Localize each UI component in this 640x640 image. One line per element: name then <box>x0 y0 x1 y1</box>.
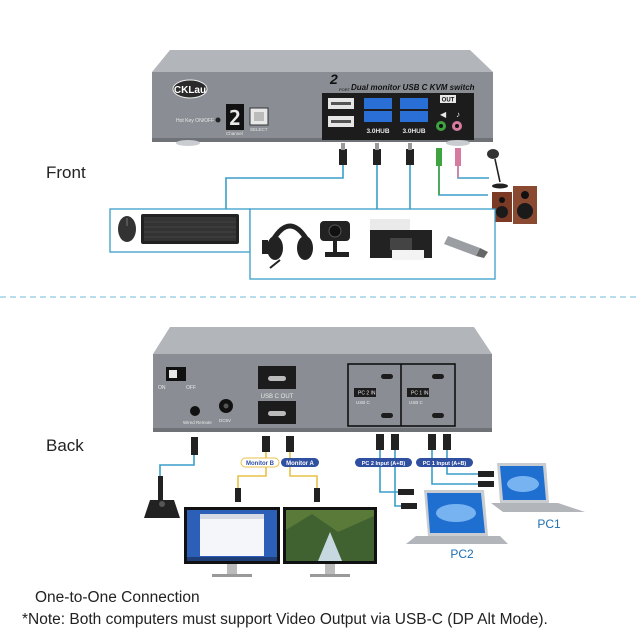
brand-logo <box>172 79 208 99</box>
select-label: SELECT <box>250 127 268 132</box>
usb-dongle <box>262 240 268 254</box>
out-badge <box>440 95 456 103</box>
connection-caption: One-to-One Connection <box>35 589 200 606</box>
pc1-in-label: PC 1 IN <box>411 391 429 397</box>
channel-digit: 2 <box>229 106 241 130</box>
pc2-usbc-port-1 <box>381 374 393 379</box>
usb-hub-port-1a <box>364 98 392 109</box>
wired-remote-label: Wired Remote <box>183 420 212 425</box>
microphone <box>487 149 508 189</box>
tag-pc1-input: PC 1 Input (A+B) <box>423 461 467 467</box>
hub-label-1: 3.0HUB <box>366 128 389 135</box>
on-label: ON <box>158 385 166 391</box>
off-label: OFF <box>186 385 196 391</box>
product-title: Dual monitor USB C KVM switch <box>351 83 475 92</box>
back-section-label: Back <box>46 436 84 455</box>
wired-remote-jack <box>190 406 200 416</box>
mic-icon: ♪ <box>456 110 460 119</box>
back-plugs <box>191 434 451 455</box>
printer <box>370 219 432 260</box>
monitor-a <box>283 507 377 577</box>
mouse <box>118 216 136 242</box>
hotkey-button <box>215 117 221 123</box>
speaker-icon: ◀ <box>440 110 447 119</box>
laptop-pc1 <box>491 463 585 512</box>
monitor-cable-plugs <box>235 471 494 509</box>
hub-label-2: 3.0HUB <box>402 128 425 135</box>
front-section-label: Front <box>46 163 86 182</box>
out-label: OUT <box>442 98 455 104</box>
dc-label: DC5V <box>219 418 231 423</box>
tag-monitor-b: Monitor B <box>246 461 275 467</box>
laptop-pc2 <box>406 490 508 544</box>
pc1-label: PC1 <box>537 517 561 531</box>
usb-hub-port-1b <box>364 111 392 122</box>
port-count: 2 <box>329 71 338 87</box>
monitor-b <box>184 507 280 577</box>
pc1-usbc-port-1 <box>432 374 444 379</box>
tag-pc2-input: PC 2 Input (A+B) <box>362 461 406 467</box>
headset <box>267 223 313 269</box>
usbc-out-label: USB C OUT <box>261 394 294 400</box>
pc2-in-label: PC 2 IN <box>358 391 376 397</box>
speakers <box>492 186 537 224</box>
tag-monitor-a: Monitor A <box>286 461 314 467</box>
compatibility-note: *Note: Both computers must support Video… <box>22 611 548 628</box>
front-cables <box>225 165 489 209</box>
front-plugs <box>339 143 461 166</box>
usb-hub-port-2a <box>400 98 428 109</box>
back-kvm-device: ON OFF Wired Remote DC5V USB C OUT PC 2 … <box>153 327 492 432</box>
wired-remote <box>144 476 180 518</box>
pc1-usbc-label: USB C <box>409 400 424 405</box>
pc2-label: PC2 <box>450 547 474 561</box>
cable-tags: Monitor B Monitor A PC 2 Input (A+B) PC … <box>240 457 473 468</box>
hotkey-label: Hot Key ON/OFF <box>176 118 214 124</box>
pc1-usbc-port-2 <box>432 413 444 418</box>
channel-label: Channel <box>226 131 243 136</box>
keyboard <box>141 214 239 244</box>
pc2-usbc-port-2 <box>381 413 393 418</box>
pc2-usbc-label: USB C <box>356 400 371 405</box>
usb-hub-port-2b <box>400 111 428 122</box>
channel-display <box>226 104 244 130</box>
usb-flash-drive <box>444 236 488 258</box>
brand-logo-text: CKLau <box>174 85 206 96</box>
front-kvm-device: CKLau Hot Key ON/OFF 2 Channel SELECT 2 … <box>152 50 493 146</box>
webcam <box>320 221 350 257</box>
port-word: PORT <box>339 87 351 92</box>
